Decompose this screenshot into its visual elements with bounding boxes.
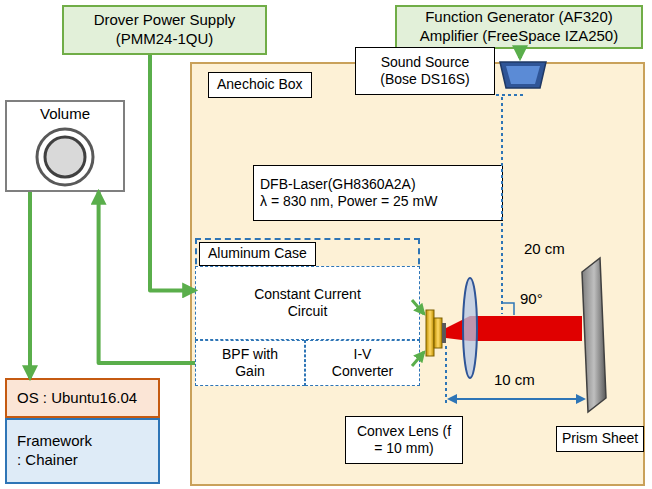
dimension-label: 90°: [518, 290, 545, 308]
signal-arrow: [28, 192, 32, 378]
node-text: BPF with Gain: [219, 346, 281, 381]
node-text: Drover Power Supply (PMM24-1QU): [85, 11, 245, 49]
prism-sheet: [582, 258, 606, 412]
signal-arrow: [99, 192, 195, 363]
node-text: Sound Source (Bose DS16S): [375, 54, 475, 89]
node-box: Function Generator (AF320) Amplifier (Fr…: [395, 5, 643, 49]
node-text: λ = 830 nm, Power = 25 mW: [260, 193, 437, 211]
node-text: Anechoic Box: [208, 72, 312, 98]
dimension-line: [446, 346, 584, 406]
signal-arrow: [150, 55, 195, 290]
node-box: Sound Source (Bose DS16S)DFB-Laser(GH836…: [190, 62, 645, 486]
dimension-text: 90°: [518, 290, 545, 307]
node-text: I-V Converter: [327, 346, 399, 381]
node-box: Sound Source (Bose DS16S): [355, 47, 495, 95]
volume-knob: [37, 129, 93, 185]
node-box: Constant Current CircuitBPF with Gain I-V…: [195, 238, 420, 386]
node-text: Volume: [40, 105, 90, 124]
speaker-symbol: [500, 62, 546, 88]
node-box: DFB-Laser(GH8360A2A)λ = 830 nm, Power = …: [253, 165, 503, 221]
dimension-label: 10 cm: [492, 371, 537, 389]
node-box: Constant Current Circuit: [195, 266, 420, 340]
dimension-line: [496, 95, 524, 315]
signal-arrow: [518, 47, 522, 58]
dimension-label: 20 cm: [522, 240, 567, 258]
node-text: OS : Ubuntu16.04: [17, 389, 137, 408]
dimension-text: 20 cm: [522, 240, 567, 257]
laser-diode: [426, 310, 446, 356]
node-box: Drover Power Supply (PMM24-1QU): [62, 5, 267, 55]
node-box: I-V Converter: [305, 340, 420, 386]
node-box: Volume: [5, 100, 125, 192]
node-text: Function Generator (AF320) Amplifier (Fr…: [409, 8, 629, 46]
node-text: Aluminum Case: [199, 242, 316, 266]
node-box: BPF with Gain: [195, 340, 305, 386]
convex-lens: [463, 278, 477, 378]
laser-beam: [470, 316, 582, 341]
node-text: DFB-Laser(GH8360A2A): [260, 176, 416, 194]
volume-knob-inner: [45, 137, 85, 177]
dimension-text: 10 cm: [492, 371, 537, 388]
laser-beam: [446, 316, 470, 341]
node-box: Framework : Chainer: [5, 418, 160, 484]
wire-arrow: [412, 300, 424, 314]
wire-arrow: [412, 352, 424, 366]
node-box: Convex Lens (f = 10 mm): [345, 416, 463, 464]
node-text: Framework : Chainer: [17, 432, 96, 470]
node-text: Prism Sheet: [562, 430, 638, 448]
node-text: Constant Current Circuit: [245, 286, 370, 321]
node-text: Convex Lens (f = 10 mm): [357, 423, 452, 458]
node-box: Prism Sheet: [556, 426, 644, 452]
node-box: OS : Ubuntu16.04: [5, 378, 160, 418]
